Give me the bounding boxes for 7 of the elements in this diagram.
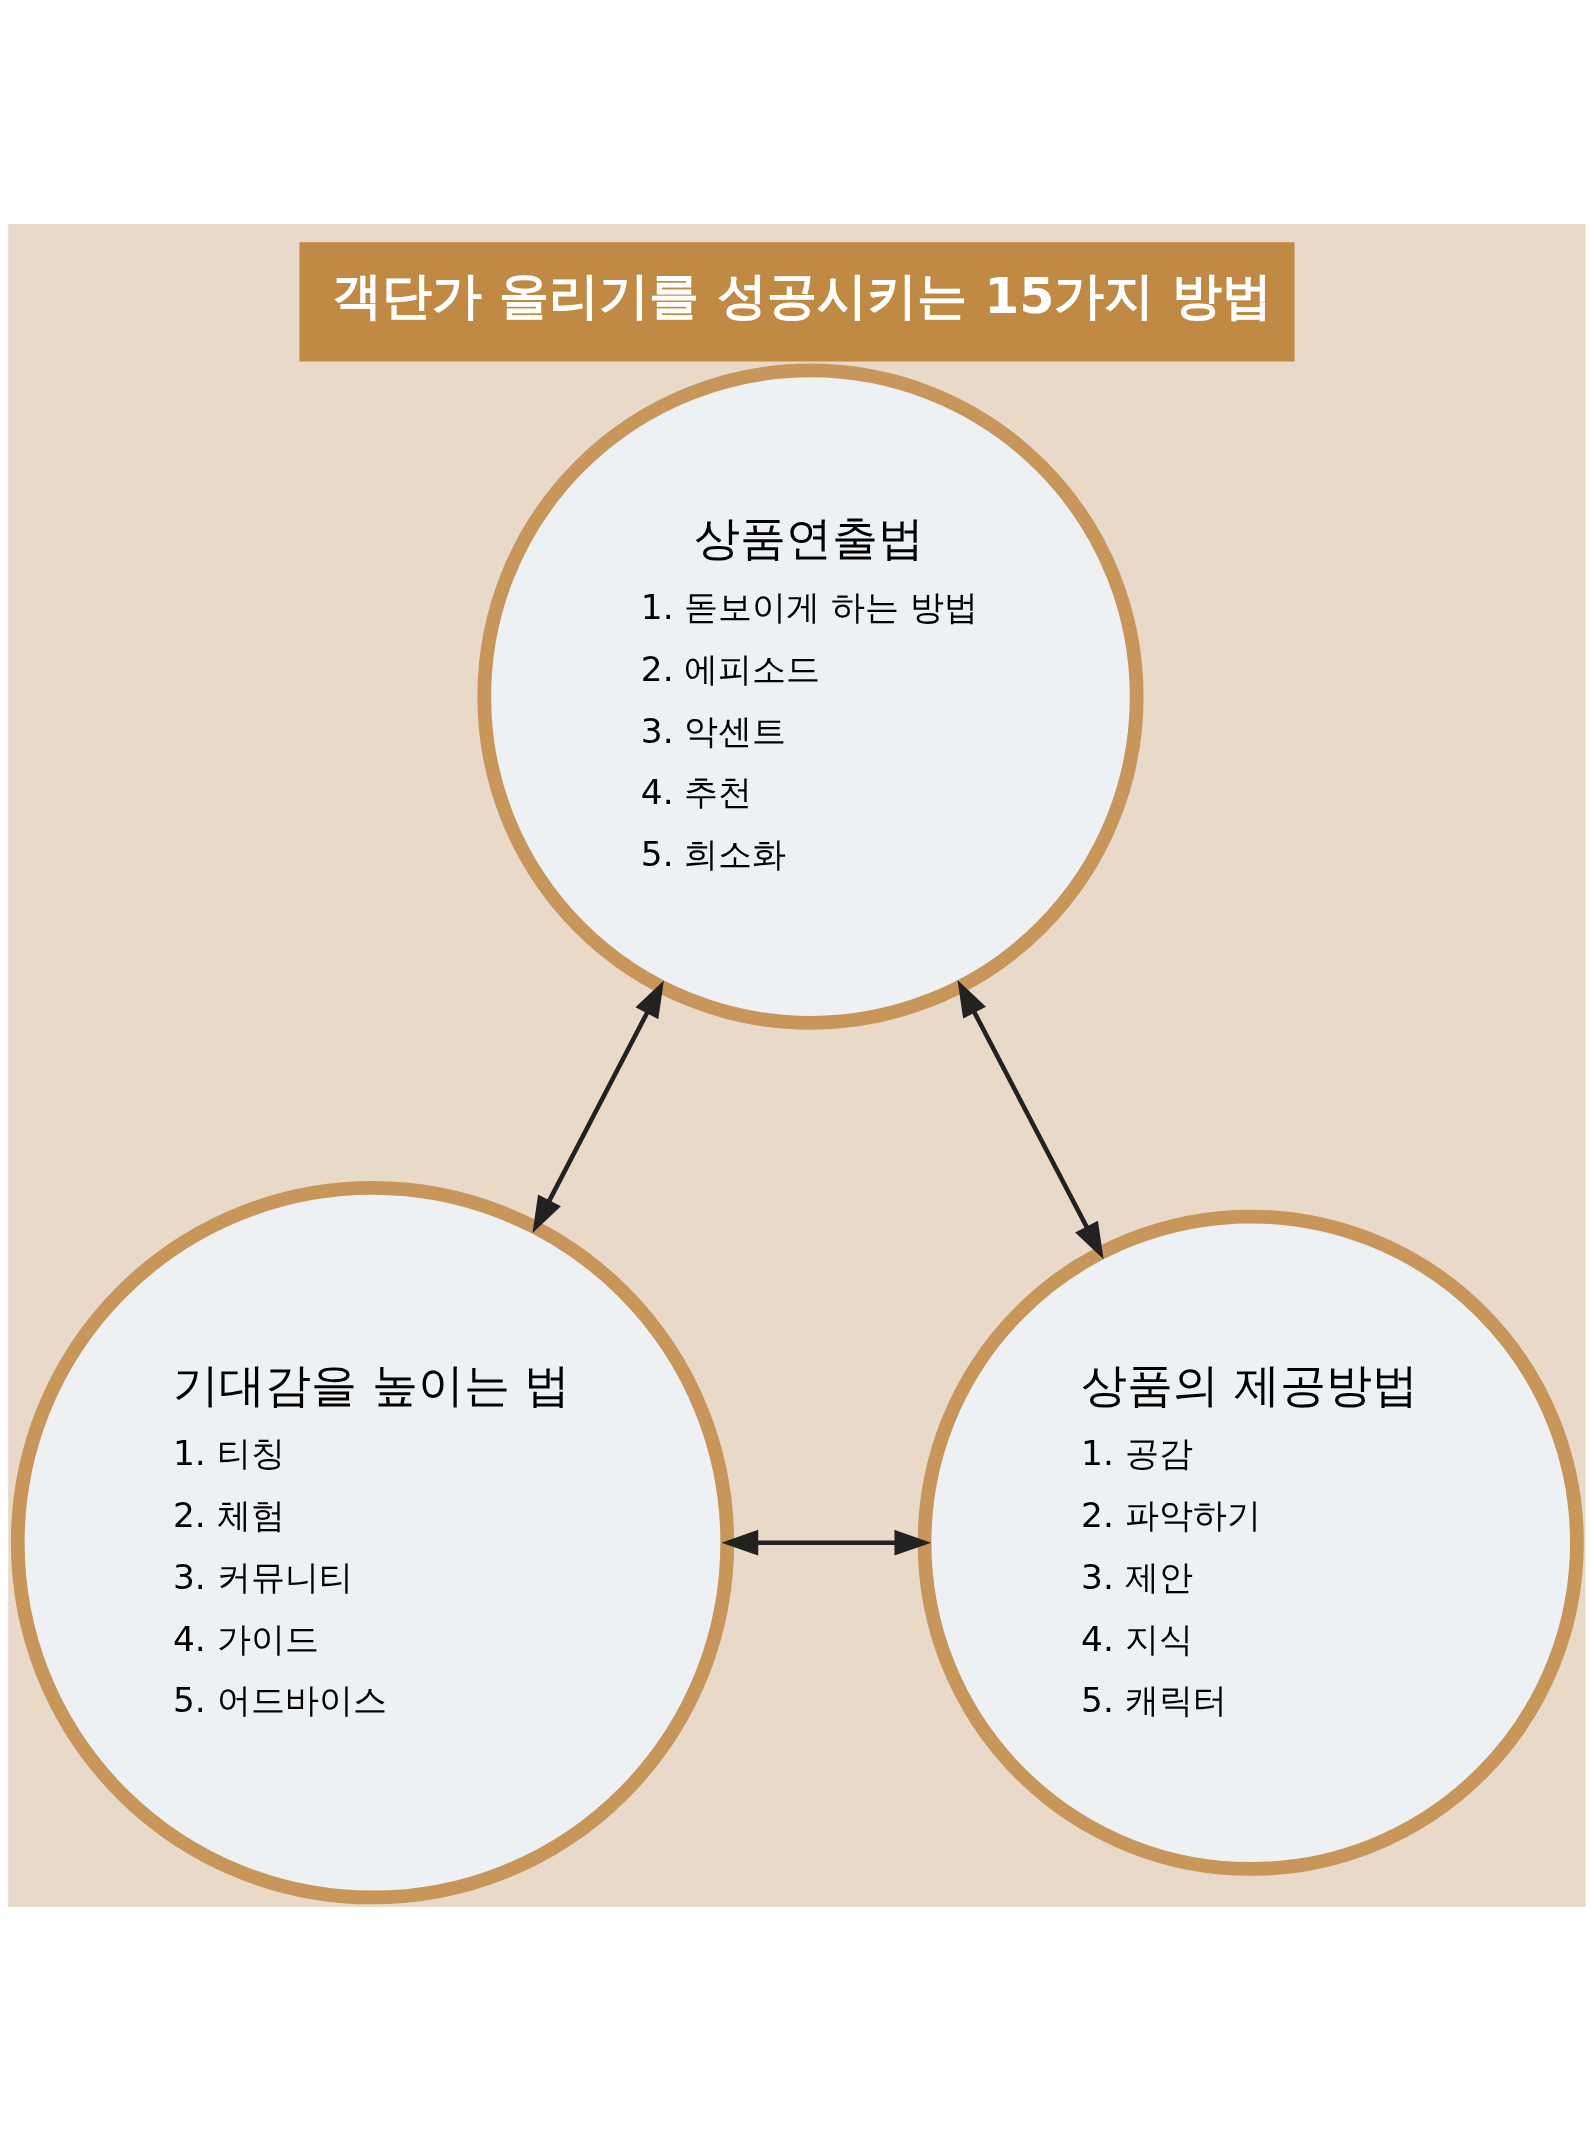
arrow xyxy=(957,980,1104,1260)
diagram-title: 객단가 올리기를 성공시키는 15가지 방법 xyxy=(331,265,1272,325)
node-circle: 상품연출법 1. 돋보이게 하는 방법 2. 에피소드 3. 악센트 4. 추천 5. 희소화 xyxy=(477,363,1144,1030)
arrow xyxy=(721,1529,932,1556)
node-circle: 상품의 제공방법 1. 공감 2. 파악하기 3. 제안 4. 지식 5. 캐릭터 xyxy=(917,1209,1584,1876)
node-circle: 기대감을 높이는 법 1. 티칭 2. 체험 3. 커뮤니티 4. 가이드 5. 어드바이스 xyxy=(10,1181,735,1905)
arrow xyxy=(532,980,664,1233)
